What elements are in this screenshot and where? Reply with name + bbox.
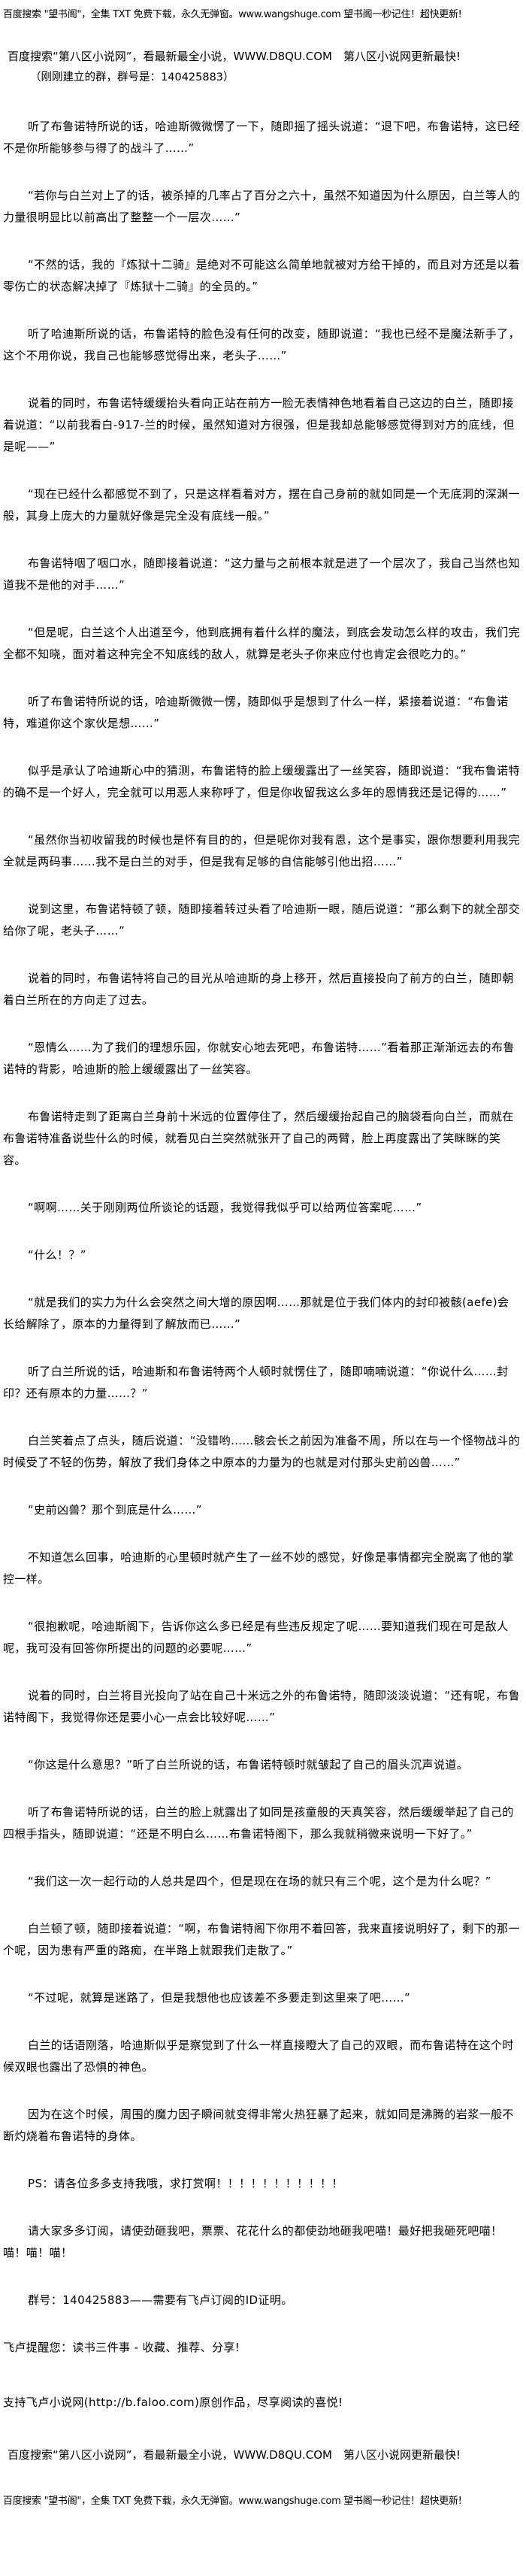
story-paragraph: 因为在这个时候，周围的魔力因子瞬间就变得非常火热狂暴了起来，就如同是沸腾的岩浆一… — [3, 2108, 514, 2143]
story-paragraph: “但是呢，白兰这个人出道至今，他到底拥有着什么样的魔法，到底会发动怎么样的攻击，… — [3, 626, 520, 661]
story-paragraph: “不过呢，就算是迷路了，但是我想他也应该差不多要走到这里来了吧……” — [28, 1991, 411, 2005]
story-paragraph: “现在已经什么都感觉不到了，只是这样看着对方，摆在自己身前的就如同是一个无底洞的… — [3, 487, 520, 523]
story-paragraph: “啊啊……关于刚刚两位所谈论的话题，我觉得我似乎可以给两位答案呢……” — [28, 1201, 422, 1214]
story-paragraph: 说着的同时，白兰将目光投向了站在自己十米远之外的布鲁诺特，随即淡淡说道：“还有呢… — [3, 1689, 520, 1724]
story-paragraph: PS：请各位多多支持我哦，求打赏啊！！！！！！！！！！！ — [28, 2177, 343, 2190]
wangshuge-ad-top: 百度搜索 "望书阁"，全集 TXT 免费下载，永久无弹窗。www.wangshu… — [3, 9, 462, 20]
story-paragraph: 请大家多多订阅，请使劲砸我吧，票票、花花什么的都使劲地砸我吧喵！最好把我砸死吧喵… — [3, 2224, 503, 2259]
story-paragraph: 白兰的话语刚落，哈迪斯似乎是察觉到了什么一样直接瞪大了自己的双眼，而布鲁诺特在这… — [3, 2038, 514, 2074]
story-paragraph: 说着的同时，布鲁诺特缓缓抬头看向正站在前方一脸无表情神色地看着自己这边的白兰，随… — [3, 396, 515, 453]
story-paragraph: “不然的话，我的『炼狱十二骑』是绝对不可能这么简单地就被对方给干掉的，而且对方还… — [3, 258, 520, 293]
chapter-content: 听了布鲁诺特所说的话，哈迪斯微微愣了一下，随即摇了摇头说道：“退下吧，布鲁诺特，… — [0, 116, 523, 2414]
d8qu-ad-bottom: 百度搜索“第八区小说网”，看最新最全小说，WWW.D8QU.COM 第八区小说网… — [8, 2448, 461, 2462]
story-paragraph: 不知道怎么回事，哈迪斯的心里顿时就产生了一丝不妙的感觉，好像是事情都完全脱离了他… — [3, 1550, 514, 1586]
story-paragraph: 听了布鲁诺特所说的话，哈迪斯微微一愣，随即似乎是想到了什么一样，紧接着说道：“布… — [3, 695, 509, 730]
story-paragraph: 群号：140425883——需要有飞卢订阅的ID证明。 — [28, 2293, 293, 2307]
story-paragraph: 似乎是承认了哈迪斯心中的猜测，布鲁诺特的脸上缓缓露出了一丝笑容，随即说道：“我布… — [3, 764, 520, 799]
story-paragraph: 说到这里，布鲁诺特顿了顿，随即接着转过头看了哈迪斯一眼，随后说道：“那么剩下的就… — [3, 902, 520, 938]
story-paragraph: “你这是什么意思？”听了白兰所说的话，布鲁诺特顿时就皱起了自己的眉头沉声说道。 — [28, 1758, 469, 1771]
wangshuge-ad-bottom: 百度搜索 "望书阁"，全集 TXT 免费下载，永久无弹窗。www.wangshu… — [3, 2496, 462, 2507]
group-number-note: （刚刚建立的群，群号是：140425883） — [30, 71, 234, 83]
faloo-reminder: 飞卢提醒您：读书三件事 - 收藏、推荐、分享! — [3, 2341, 240, 2354]
story-paragraph: 听了布鲁诺特所说的话，哈迪斯微微愣了一下，随即摇了摇头说道：“退下吧，布鲁诺特，… — [3, 120, 520, 155]
d8qu-ad-top: 百度搜索“第八区小说网”，看最新最全小说，WWW.D8QU.COM 第八区小说网… — [8, 50, 461, 63]
story-paragraph: “恩情么……为了我们的理想乐园，你就安心地去死吧，布鲁诺特……”看着那正渐渐远去… — [3, 1041, 515, 1076]
story-paragraph: 布鲁诺特走到了距离白兰身前十米远的位置停住了，然后缓缓抬起自己的脑袋看向白兰，而… — [3, 1110, 514, 1167]
story-paragraph: “很抱歉呢，哈迪斯阁下，告诉你这么多已经是有些违反规定了呢……要知道我们现在可是… — [3, 1620, 509, 1655]
story-paragraph: “我们这一次一起行动的人总共是四个，但是现在在场的就只有三个呢，这个是为什么呢？… — [28, 1874, 491, 1888]
faloo-support: 支持飞卢小说网(http://b.faloo.com)原创作品，尽享阅读的喜悦! — [3, 2396, 343, 2409]
story-paragraph: 听了白兰所说的话，哈迪斯和布鲁诺特两个人顿时就愣住了，随即喃喃说道：“你说什么…… — [3, 1365, 509, 1400]
story-paragraph: 白兰顿了顿，随即接着说道：“啊，布鲁诺特阁下你用不着回答，我来直接说明好了，剩下… — [3, 1922, 520, 1957]
story-paragraph: 听了布鲁诺特所说的话，白兰的脸上就露出了如同是孩童般的天真笑容，然后缓缓举起了自… — [3, 1805, 514, 1841]
story-paragraph: 白兰笑着点了点头，随后说道：“没错哟……骸会长之前因为准备不周，所以在与一个怪物… — [3, 1434, 520, 1469]
story-paragraph: “什么！？” — [28, 1248, 86, 1262]
story-paragraph: “史前凶兽？那个到底是什么……” — [28, 1503, 202, 1517]
story-paragraph: “虽然你当初收留我的时候也是怀有目的的，但是呢你对我有恩，这个是事实，跟你想要利… — [3, 833, 520, 868]
story-paragraph: 布鲁诺特咽了咽口水，随即接着说道：“这力量与之前根本就是进了一个层次了，我自己当… — [3, 556, 520, 592]
story-paragraph: 听了哈迪斯所说的话，布鲁诺特的脸色没有任何的改变，随即说道：“我也已经不是魔法新… — [3, 327, 520, 362]
story-paragraph: “就是我们的实力为什么会突然之间大增的原因啊……那就是位于我们体内的封印被骸(a… — [3, 1296, 509, 1331]
story-paragraph: 说着的同时，布鲁诺特将自己的目光从哈迪斯的身上移开，然后直接投向了前方的白兰，随… — [3, 971, 514, 1007]
story-paragraph: “若你与白兰对上了的话，被杀掉的几率占了百分之六十，虽然不知道因为什么原因，白兰… — [3, 189, 520, 224]
